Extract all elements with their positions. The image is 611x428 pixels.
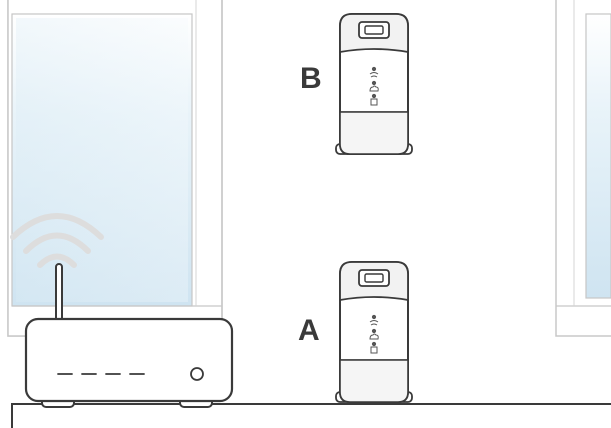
position-a-label: A — [298, 314, 320, 347]
shelf — [12, 404, 611, 428]
device-b — [336, 14, 412, 154]
position-b-label: B — [300, 62, 322, 95]
router-antenna — [56, 264, 62, 324]
device-a — [336, 262, 412, 402]
left-window — [8, 0, 222, 336]
right-window — [556, 0, 611, 336]
power-button-icon — [191, 368, 203, 380]
router-body — [26, 319, 232, 401]
